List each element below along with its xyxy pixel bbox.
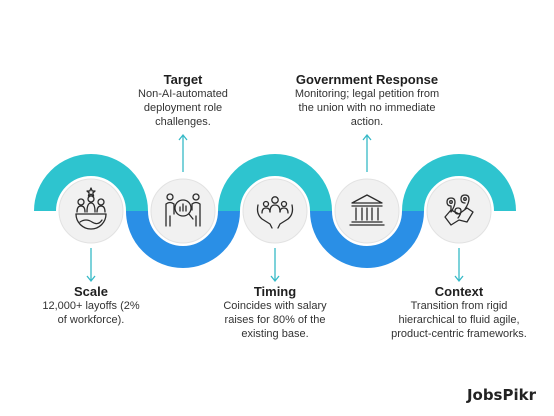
stage-desc-line: hierarchical to fluid agile, bbox=[398, 314, 520, 326]
stage-desc-line: 12,000+ layoffs (2% bbox=[42, 300, 140, 312]
stage-desc-line: Non-AI-automated bbox=[138, 88, 228, 100]
stage-title: Government Response bbox=[295, 72, 439, 87]
magnifier-people-icon bbox=[165, 193, 201, 227]
node-context bbox=[426, 178, 492, 244]
crowd-globe-icon bbox=[75, 187, 107, 230]
node-timing bbox=[242, 178, 308, 244]
stage-timing: Timing Coincides with salary raises for … bbox=[205, 284, 345, 341]
wave-arc-teal-2 bbox=[218, 154, 332, 212]
government-building-icon bbox=[349, 194, 385, 226]
wave-arc-blue-2 bbox=[310, 210, 424, 268]
stage-desc-line: challenges. bbox=[155, 116, 211, 128]
stage-desc-line: raises for 80% of the bbox=[224, 314, 326, 326]
stage-government-response: Government Response Monitoring; legal pe… bbox=[282, 72, 452, 129]
stage-title: Scale bbox=[74, 284, 108, 299]
stage-desc-line: existing base. bbox=[241, 328, 309, 340]
arrow-up-target bbox=[178, 133, 188, 172]
wave-arc-blue-1 bbox=[126, 210, 240, 268]
stage-title: Context bbox=[434, 284, 484, 299]
stage-scale: Scale 12,000+ layoffs (2% of workforce). bbox=[31, 284, 151, 327]
stage-desc-line: Coincides with salary bbox=[223, 300, 327, 312]
stage-desc-line: deployment role bbox=[143, 102, 223, 114]
wave-arc-teal-1 bbox=[34, 154, 148, 212]
stage-context: Context Transition from rigid hierarchic… bbox=[374, 284, 544, 341]
hands-people-icon bbox=[256, 196, 294, 229]
stage-title: Target bbox=[163, 72, 203, 87]
arrow-down-timing bbox=[270, 248, 280, 283]
stage-desc-line: Transition from rigid bbox=[410, 300, 508, 312]
stage-desc-line: action. bbox=[350, 116, 384, 128]
arrow-up-government bbox=[362, 133, 372, 172]
stage-target: Target Non-AI-automated deployment role … bbox=[123, 72, 243, 129]
wave-arc-teal-3 bbox=[402, 154, 516, 212]
jobspikr-logo: JobsPikr bbox=[466, 386, 536, 404]
stage-desc-line: the union with no immediate bbox=[298, 102, 436, 114]
stage-desc-line: product-centric frameworks. bbox=[391, 328, 527, 340]
arrow-down-context bbox=[454, 248, 464, 283]
stage-title: Timing bbox=[253, 284, 297, 299]
map-pins-icon bbox=[444, 194, 474, 226]
stage-desc-line: of workforce). bbox=[57, 314, 125, 326]
stage-desc-line: Monitoring; legal petition from bbox=[294, 88, 440, 100]
arrow-down-scale bbox=[86, 248, 96, 283]
node-scale bbox=[58, 178, 124, 244]
